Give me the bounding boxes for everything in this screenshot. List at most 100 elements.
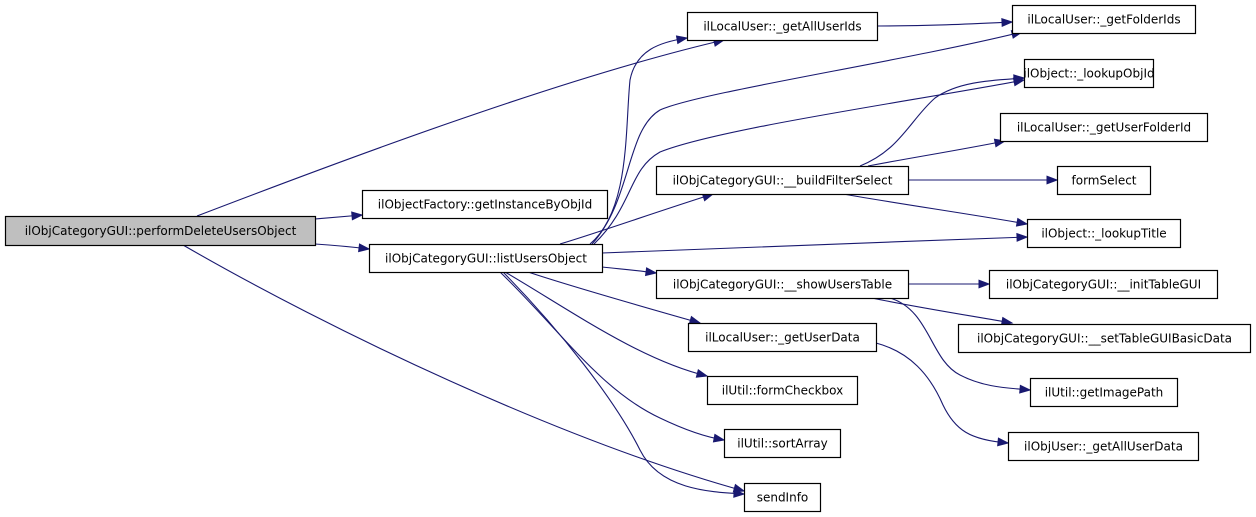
arrow-head-icon bbox=[733, 488, 746, 498]
arrow-head-icon bbox=[644, 267, 658, 277]
edge-line bbox=[867, 140, 1006, 167]
node-box[interactable] bbox=[687, 322, 878, 353]
edge-line bbox=[196, 39, 725, 217]
edge-line bbox=[502, 271, 745, 495]
edge-showUsersTable-to-getImagePath bbox=[889, 297, 1032, 394]
edge-listUsersObject-to-lookupTitle bbox=[601, 232, 1029, 254]
node-sendInfo[interactable]: sendInfo bbox=[743, 482, 822, 513]
edge-line bbox=[889, 297, 1031, 391]
edges-layer bbox=[182, 17, 1059, 498]
node-formSelect[interactable]: formSelect bbox=[1056, 165, 1152, 196]
node-listUsersObject[interactable]: ilObjCategoryGUI::listUsersObject bbox=[368, 243, 604, 274]
node-box[interactable] bbox=[655, 165, 910, 196]
edge-buildFilterSelect-to-formSelect bbox=[908, 175, 1059, 185]
edge-showUsersTable-to-initTableGUI bbox=[908, 279, 991, 289]
arrow-head-icon bbox=[351, 211, 364, 221]
node-initTableGUI[interactable]: ilObjCategoryGUI::__initTableGUI bbox=[988, 269, 1219, 300]
node-formCheckbox[interactable]: ilUtil::formCheckbox bbox=[706, 375, 859, 406]
node-getFolderIds[interactable]: ilLocalUser::_getFolderIds bbox=[1011, 4, 1197, 35]
node-label: sendInfo bbox=[757, 491, 809, 505]
node-label: ilUtil::getImagePath bbox=[1045, 386, 1164, 400]
node-label: ilObjCategoryGUI::__initTableGUI bbox=[1006, 278, 1201, 292]
node-box[interactable] bbox=[999, 112, 1209, 143]
node-label: ilObjCategoryGUI::__buildFilterSelect bbox=[673, 174, 893, 188]
edge-showUsersTable-to-setTableGUIBasicData bbox=[871, 297, 1014, 326]
arrow-head-icon bbox=[978, 279, 991, 289]
edge-line bbox=[876, 21, 1013, 27]
node-box[interactable] bbox=[1029, 377, 1179, 408]
node-box[interactable] bbox=[4, 215, 317, 247]
arrow-head-icon bbox=[688, 315, 702, 325]
node-box[interactable] bbox=[655, 269, 910, 300]
node-box[interactable] bbox=[1023, 58, 1155, 89]
node-root[interactable]: ilObjCategoryGUI::performDeleteUsersObje… bbox=[4, 215, 317, 247]
edge-line bbox=[859, 77, 1025, 167]
node-label: ilObjCategoryGUI::performDeleteUsersObje… bbox=[25, 224, 297, 238]
arrow-head-icon bbox=[695, 368, 709, 378]
node-box[interactable] bbox=[1026, 218, 1182, 249]
node-box[interactable] bbox=[1007, 431, 1200, 462]
node-label: ilLocalUser::_getFolderIds bbox=[1027, 13, 1180, 27]
node-getImagePath[interactable]: ilUtil::getImagePath bbox=[1029, 377, 1179, 408]
arrow-head-icon bbox=[358, 243, 371, 253]
node-getAllUserIds[interactable]: ilLocalUser::_getAllUserIds bbox=[686, 11, 879, 42]
node-label: formSelect bbox=[1072, 174, 1137, 188]
edge-line bbox=[593, 79, 1025, 245]
node-box[interactable] bbox=[1011, 4, 1197, 35]
edge-listUsersObject-to-getAllUserIds bbox=[589, 35, 689, 245]
edge-line bbox=[559, 193, 714, 245]
edge-listUsersObject-to-sendInfo bbox=[502, 271, 746, 498]
arrow-head-icon bbox=[712, 433, 726, 443]
edge-listUsersObject-to-showUsersTable bbox=[601, 266, 658, 277]
arrow-head-icon bbox=[1016, 232, 1029, 242]
node-showUsersTable[interactable]: ilObjCategoryGUI::__showUsersTable bbox=[655, 269, 910, 300]
edge-root-to-listUsersObject bbox=[314, 243, 371, 253]
node-getUserFolderId[interactable]: ilLocalUser::_getUserFolderId bbox=[999, 112, 1209, 143]
node-label: ilUtil::formCheckbox bbox=[722, 384, 844, 398]
nodes-layer: ilObjCategoryGUI::performDeleteUsersObje… bbox=[4, 4, 1252, 513]
node-box[interactable] bbox=[706, 375, 859, 406]
edge-buildFilterSelect-to-lookupObjId bbox=[859, 74, 1026, 167]
node-buildFilterSelect[interactable]: ilObjCategoryGUI::__buildFilterSelect bbox=[655, 165, 910, 196]
edge-getAllUserIds-to-getFolderIds bbox=[876, 17, 1014, 28]
node-label: ilObjUser::_getAllUserData bbox=[1024, 440, 1183, 454]
edge-line bbox=[871, 297, 1013, 324]
node-box[interactable] bbox=[723, 428, 842, 459]
node-box[interactable] bbox=[957, 323, 1252, 354]
node-getAllUserData[interactable]: ilObjUser::_getAllUserData bbox=[1007, 431, 1200, 462]
edge-root-to-getAllUserIds bbox=[196, 38, 726, 217]
arrow-head-icon bbox=[1019, 384, 1032, 394]
arrow-head-icon bbox=[1015, 217, 1029, 227]
edge-buildFilterSelect-to-lookupTitle bbox=[842, 193, 1029, 227]
edge-line bbox=[504, 271, 708, 377]
edge-line bbox=[499, 271, 725, 441]
node-box[interactable] bbox=[743, 482, 822, 513]
node-lookupObjId[interactable]: ilObject::_lookupObjId bbox=[1023, 58, 1155, 89]
node-label: ilUtil::sortArray bbox=[737, 437, 827, 451]
edge-root-to-getInstanceByObjId bbox=[314, 211, 364, 221]
node-box[interactable] bbox=[686, 11, 879, 42]
node-label: ilLocalUser::_getAllUserIds bbox=[703, 20, 861, 34]
node-label: ilObjCategoryGUI::listUsersObject bbox=[385, 252, 587, 266]
node-lookupTitle[interactable]: ilObject::_lookupTitle bbox=[1026, 218, 1182, 249]
node-getInstanceByObjId[interactable]: ilObjectFactory::getInstanceByObjId bbox=[361, 189, 609, 220]
edge-listUsersObject-to-lookupObjId bbox=[593, 77, 1026, 245]
node-setTableGUIBasicData[interactable]: ilObjCategoryGUI::__setTableGUIBasicData bbox=[957, 323, 1252, 354]
node-box[interactable] bbox=[368, 243, 604, 274]
edge-line bbox=[589, 37, 688, 245]
node-label: ilLocalUser::_getUserData bbox=[705, 331, 860, 345]
node-box[interactable] bbox=[1056, 165, 1152, 196]
node-label: ilObject::_lookupTitle bbox=[1041, 227, 1166, 241]
edge-listUsersObject-to-sortArray bbox=[499, 271, 726, 443]
node-getUserData[interactable]: ilLocalUser::_getUserData bbox=[687, 322, 878, 353]
arrow-head-icon bbox=[997, 437, 1010, 447]
edge-line bbox=[842, 193, 1028, 225]
edge-buildFilterSelect-to-getUserFolderId bbox=[867, 138, 1007, 167]
edge-line bbox=[601, 236, 1028, 254]
node-sortArray[interactable]: ilUtil::sortArray bbox=[723, 428, 842, 459]
node-label: ilObjCategoryGUI::__showUsersTable bbox=[673, 278, 892, 292]
node-box[interactable] bbox=[988, 269, 1219, 300]
node-box[interactable] bbox=[361, 189, 609, 220]
edge-listUsersObject-to-formCheckbox bbox=[504, 271, 709, 378]
